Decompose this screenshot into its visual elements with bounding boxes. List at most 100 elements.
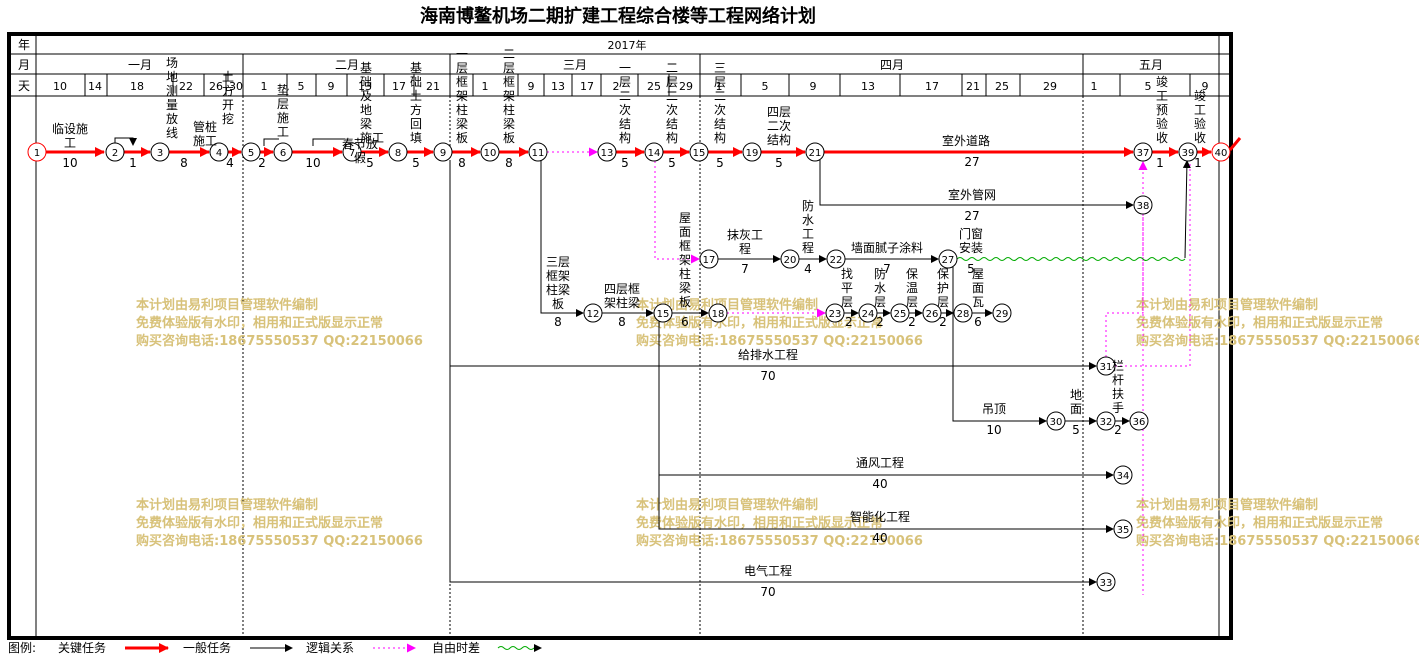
task-label: 5	[668, 156, 676, 170]
node-label: 8	[395, 148, 401, 159]
task-label: 础	[410, 75, 422, 89]
task-label: 柱	[503, 102, 515, 117]
task-label: 架	[679, 253, 691, 267]
node-circle	[105, 142, 125, 162]
node-label: 20	[784, 255, 797, 266]
task-label: 基	[410, 61, 422, 75]
task-label: 扶	[1112, 386, 1124, 401]
task-label: 温	[906, 281, 918, 295]
task-label: 二	[666, 61, 678, 75]
node-40: 40	[1211, 142, 1231, 162]
node-circle	[1133, 195, 1153, 215]
node-circle	[1211, 142, 1231, 162]
task-label: 墙面腻子涂料	[851, 240, 923, 255]
task-label: 次	[714, 103, 726, 117]
svg-text:购买咨询电话:18675550537 QQ:22150066: 购买咨询电话:18675550537 QQ:22150066	[136, 533, 423, 549]
task-label: 础	[360, 75, 372, 89]
task-label: 验	[1156, 116, 1168, 131]
task-label: 框	[503, 75, 515, 89]
node-label: 23	[829, 309, 842, 320]
node-31: 31	[1096, 356, 1116, 376]
node-19: 19	[742, 142, 762, 162]
node-circle	[938, 249, 958, 269]
task-label: 保	[937, 267, 949, 281]
node-28: 28	[953, 303, 973, 323]
task-label: 土	[410, 89, 422, 103]
node-1: 1	[27, 142, 47, 162]
svg-text:免费体验版有水印，相用和正式版显示正常: 免费体验版有水印，相用和正式版显示正常	[136, 515, 383, 531]
task-label: 框	[456, 75, 468, 89]
node-circle	[805, 142, 825, 162]
node-circle	[1096, 572, 1116, 592]
month-jan: 一月	[128, 58, 152, 72]
day-tick: 18	[130, 80, 144, 93]
task-label: 4	[226, 156, 234, 170]
task-label: 工	[802, 227, 814, 241]
day-tick: 1	[482, 80, 489, 93]
task-label: 方	[410, 102, 422, 117]
task-label: 1	[1194, 156, 1202, 170]
node-5: 5	[241, 142, 261, 162]
day-tick: 9	[1202, 80, 1209, 93]
svg-text:本计划由易利项目管理软件编制: 本计划由易利项目管理软件编制	[136, 297, 318, 313]
task-label: 填	[410, 131, 422, 145]
node-label: 17	[703, 255, 716, 266]
task-label: 量	[166, 98, 178, 112]
node-circle	[1046, 411, 1066, 431]
node-33: 33	[1096, 572, 1116, 592]
task-label: 瓦	[972, 295, 984, 309]
task-label: 施工	[360, 131, 384, 145]
node-label: 40	[1215, 148, 1228, 159]
node-8: 8	[388, 142, 408, 162]
task-label: 施	[277, 111, 289, 125]
node-label: 24	[862, 309, 875, 320]
node-circle	[27, 142, 47, 162]
task-label: 找	[841, 267, 853, 281]
task-label: 梁	[679, 280, 691, 295]
node-circle	[922, 303, 942, 323]
task-label: 次	[666, 103, 678, 117]
day-tick: 9	[528, 80, 535, 93]
day-tick: 9	[328, 80, 335, 93]
node-circle	[1113, 519, 1133, 539]
day-tick: 21	[426, 80, 440, 93]
node-10: 10	[480, 142, 500, 162]
page-title: 海南博鳌机场二期扩建工程综合楼等工程网络计划	[420, 5, 816, 27]
day-tick: 10	[53, 80, 67, 93]
node-15: 15	[689, 142, 709, 162]
task-label: 三层	[546, 255, 570, 269]
free-float-line	[956, 257, 1186, 261]
node-32: 32	[1096, 411, 1116, 431]
node-circle	[780, 249, 800, 269]
task-label: 程	[802, 240, 814, 255]
node-21: 21	[805, 142, 825, 162]
task-label: 27	[964, 155, 979, 169]
day-tick: 2	[613, 80, 620, 93]
task-label: 层	[503, 61, 515, 75]
task-label: 二	[503, 47, 515, 61]
task-label: 结	[714, 117, 726, 131]
timescale-header	[11, 36, 1229, 97]
task-label: 70	[760, 585, 775, 599]
task-label: 1	[1156, 156, 1164, 170]
node-circle	[653, 303, 673, 323]
node-2: 2	[105, 142, 125, 162]
task-label: 4	[804, 262, 812, 276]
task-label: 柱	[679, 266, 691, 281]
task-label: 假	[354, 151, 366, 165]
node-circle	[388, 142, 408, 162]
task-label: 基	[360, 61, 372, 75]
svg-text:本计划由易利项目管理软件编制: 本计划由易利项目管理软件编制	[136, 497, 318, 513]
task-label: 板	[456, 131, 468, 145]
task-label: 面	[1070, 402, 1082, 416]
task-label: 层	[906, 295, 918, 309]
task-label: 框架	[546, 269, 570, 283]
node-37: 37	[1133, 142, 1153, 162]
node-30: 30	[1046, 411, 1066, 431]
node-circle	[708, 303, 728, 323]
node-38: 38	[1133, 195, 1153, 215]
svg-text:免费体验版有水印，相用和正式版显示正常: 免费体验版有水印，相用和正式版显示正常	[1136, 315, 1383, 331]
node-circle	[699, 249, 719, 269]
